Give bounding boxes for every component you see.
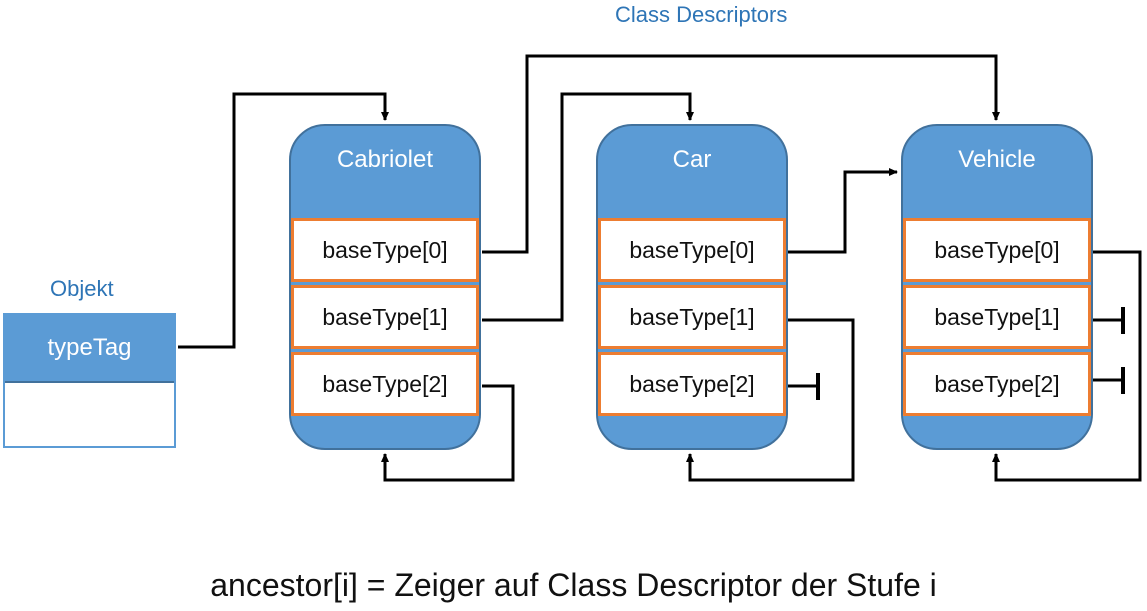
descriptor-cabriolet: Cabriolet baseType[0] baseType[1] baseTy… xyxy=(289,124,481,450)
vehicle-basetype-1: baseType[1] xyxy=(903,285,1091,349)
vehicle-basetype-2: baseType[2] xyxy=(903,352,1091,416)
descriptor-title: Cabriolet xyxy=(336,146,434,173)
arrow-cabriolet-bt1-to-car xyxy=(482,92,694,322)
object-label: Objekt xyxy=(50,276,114,301)
arrow-cabriolet-bt0-to-vehicle xyxy=(482,54,1000,254)
typetag-field: typeTag xyxy=(5,315,174,383)
descriptor-vehicle: Vehicle baseType[0] baseType[1] baseType… xyxy=(901,124,1093,450)
arrow-car-bt0-to-vehicle xyxy=(788,168,898,254)
arrow-cabriolet-bt2-to-self xyxy=(381,384,515,482)
descriptor-car: Car baseType[0] baseType[1] baseType[2] xyxy=(596,124,788,450)
cabriolet-basetype-1: baseType[1] xyxy=(291,285,479,349)
car-basetype-2: baseType[2] xyxy=(598,352,786,416)
arrow-car-bt1-to-self xyxy=(686,318,855,482)
car-basetype-0: baseType[0] xyxy=(598,218,786,282)
car-basetype-1: baseType[1] xyxy=(598,285,786,349)
cabriolet-basetype-2: baseType[2] xyxy=(291,352,479,416)
caption: ancestor[i] = Zeiger auf Class Descripto… xyxy=(210,567,937,603)
descriptor-title: Vehicle xyxy=(958,146,1036,173)
arrow-typetag-to-cabriolet xyxy=(178,92,389,349)
arrow-vehicle-bt0-to-self xyxy=(992,250,1142,482)
vehicle-basetype-0: baseType[0] xyxy=(903,218,1091,282)
descriptor-title: Car xyxy=(672,146,712,173)
cabriolet-basetype-0: baseType[0] xyxy=(291,218,479,282)
diagram-title: Class Descriptors xyxy=(615,2,788,27)
object-box: typeTag xyxy=(3,313,176,448)
